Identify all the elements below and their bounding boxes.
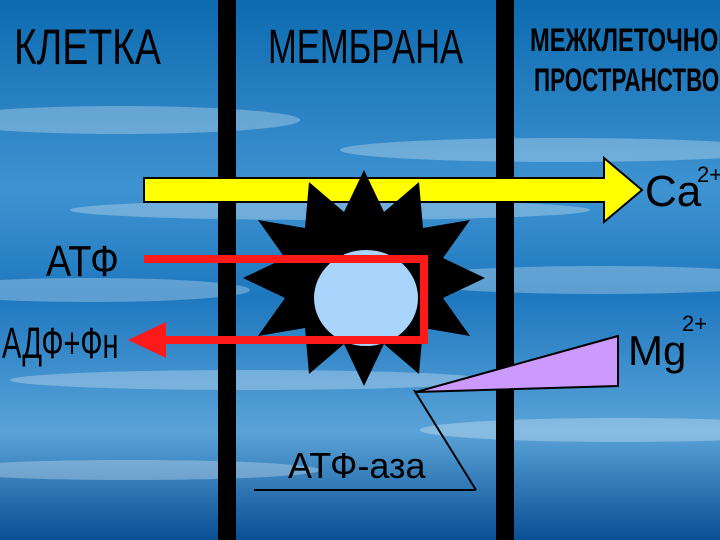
atp-label: АТФ <box>46 237 119 286</box>
membrane-left-line <box>218 0 236 540</box>
left-arrow-icon <box>128 322 166 358</box>
calcium-label: Ca <box>645 167 702 216</box>
magnesium-charge-label: 2+ <box>682 311 708 336</box>
atpase-label: АТФ-аза <box>288 445 426 486</box>
cell-label: КЛЕТКА <box>14 19 161 75</box>
magnesium-wedge <box>415 334 619 393</box>
extracellular-label-line2: ПРОСТРАНСТВО <box>534 62 720 98</box>
membrane-label: МЕМБРАНА <box>268 21 464 74</box>
calcium-charge-label: 2+ <box>697 162 720 187</box>
atp-path-line <box>144 255 428 344</box>
membrane-right-line <box>496 0 514 540</box>
adp-pi-label: АДФ+Фн <box>2 319 119 368</box>
atpase-pointer-line <box>413 389 477 491</box>
magnesium-label: Mg <box>628 327 687 374</box>
extracellular-label-line1: МЕЖКЛЕТОЧНОЕ <box>530 22 720 58</box>
atpase-core <box>314 250 418 346</box>
